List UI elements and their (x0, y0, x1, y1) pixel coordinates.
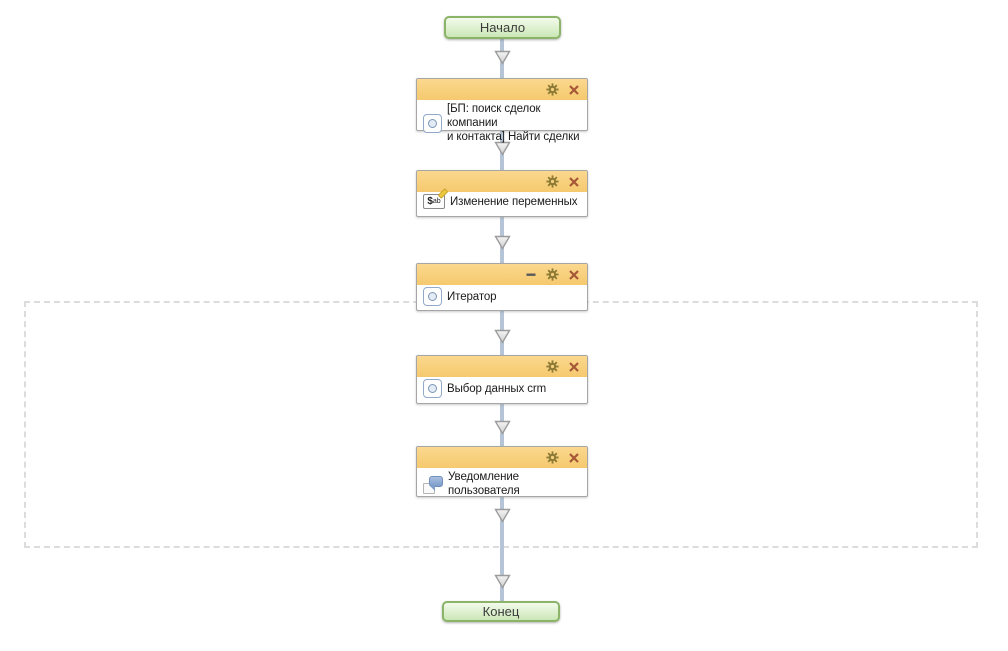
block-body: [БП: поиск сделок компании и контакта] Н… (417, 100, 587, 146)
end-node-label: Конец (482, 604, 520, 619)
task-activity-icon (423, 113, 442, 133)
block-title: Изменение переменных (450, 195, 578, 208)
block-header (417, 264, 587, 285)
block-title: [БП: поиск сделок компании и контакта] Н… (447, 103, 580, 143)
delete-icon[interactable] (567, 451, 580, 464)
start-node: Начало (444, 16, 561, 39)
settings-gear-icon[interactable] (546, 268, 559, 281)
connector-block5-to-end (500, 497, 504, 601)
block-body: Выбор данных crm (417, 377, 587, 400)
settings-gear-icon[interactable] (546, 451, 559, 464)
block-header (417, 447, 587, 468)
block-title: Итератор (447, 290, 497, 303)
settings-gear-icon[interactable] (546, 175, 559, 188)
user-notification-icon (423, 475, 443, 494)
activity-block-iterator[interactable]: Итератор (416, 263, 588, 311)
start-node-label: Начало (479, 20, 526, 35)
arrowhead-down-icon (494, 329, 511, 344)
arrowhead-down-icon (494, 141, 511, 156)
delete-icon[interactable] (567, 360, 580, 373)
delete-icon[interactable] (567, 83, 580, 96)
arrowhead-down-icon (494, 574, 511, 589)
delete-icon[interactable] (567, 175, 580, 188)
end-node: Конец (442, 601, 560, 622)
block-header (417, 171, 587, 192)
arrowhead-down-icon (494, 235, 511, 250)
settings-gear-icon[interactable] (546, 360, 559, 373)
delete-icon[interactable] (567, 268, 580, 281)
block-body: Уведомление пользователя (417, 468, 587, 500)
activity-block-crm-data-select[interactable]: Выбор данных crm (416, 355, 588, 404)
activity-block-user-notification[interactable]: Уведомление пользователя (416, 446, 588, 497)
task-activity-icon (423, 287, 442, 306)
block-header (417, 79, 587, 100)
arrowhead-down-icon (494, 50, 511, 65)
block-body: Итератор (417, 285, 587, 308)
activity-block-find-deals[interactable]: [БП: поиск сделок компании и контакта] Н… (416, 78, 588, 143)
block-title: Уведомление пользователя (448, 471, 520, 497)
arrowhead-down-icon (494, 508, 511, 523)
block-title: Выбор данных crm (447, 382, 547, 395)
block-header (417, 356, 587, 377)
task-activity-icon (423, 379, 442, 398)
minimize-icon[interactable] (525, 268, 538, 281)
arrowhead-down-icon (494, 420, 511, 435)
settings-gear-icon[interactable] (546, 83, 559, 96)
